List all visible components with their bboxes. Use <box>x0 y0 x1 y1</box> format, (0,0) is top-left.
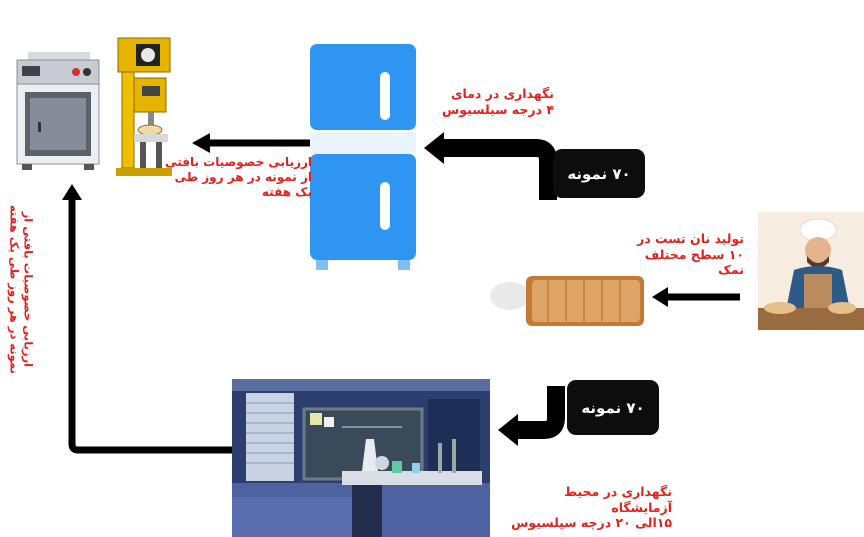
baker-icon <box>758 212 864 330</box>
production-label: تولید نان تست در ۱۰ سطح مختلف نمک <box>637 231 744 278</box>
evaluation-left-label: ارزیابی خصوصیات بافتی از نمونه در هر روز… <box>7 204 36 374</box>
toast-bread-icon <box>490 276 644 326</box>
evaluation-top-label: ارزیابی خصوصیات بافتی از نمونه در هر روز… <box>165 155 312 199</box>
storage-lab-label: نگهداری در محیط آزمایشگاه ۱۵الی ۲۰ درجه … <box>511 484 672 531</box>
sample-count-badge-top: ۷۰ نمونه <box>553 149 645 198</box>
refrigerator-icon <box>310 44 416 270</box>
sample-count-badge-bottom: ۷۰ نمونه <box>567 380 659 435</box>
laboratory-room-icon <box>232 379 490 537</box>
texture-analyzer-icon <box>116 37 172 176</box>
lab-oven-icon <box>16 52 100 170</box>
storage-fridge-label: نگهداری در دمای ۴ درجه سیلسیوس <box>442 86 554 117</box>
